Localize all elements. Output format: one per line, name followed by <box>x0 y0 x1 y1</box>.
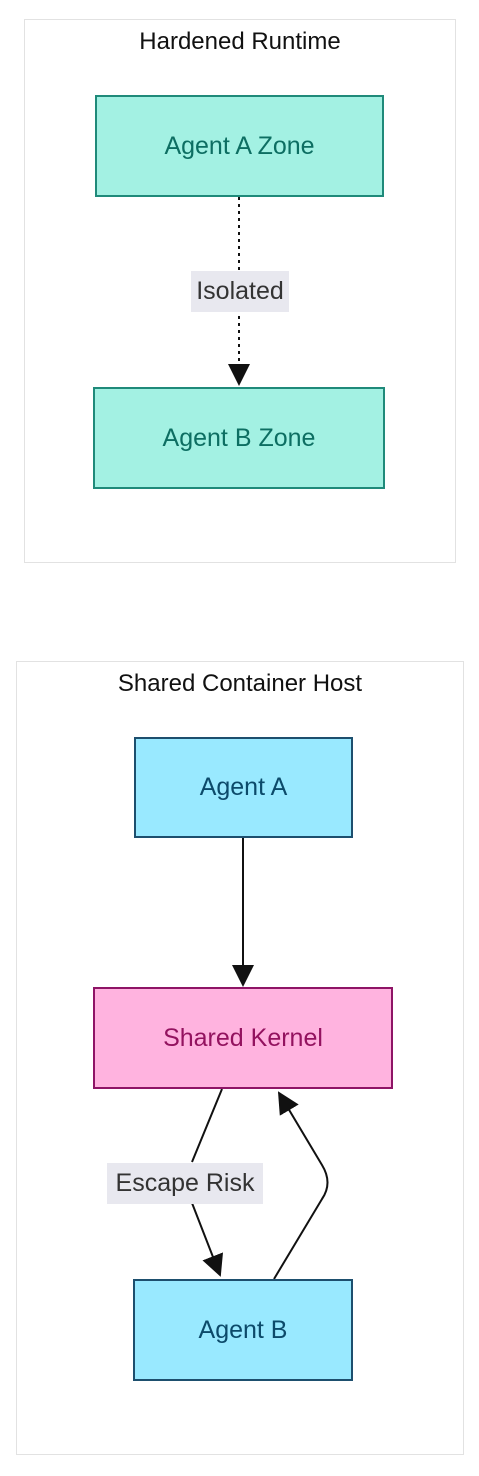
node-agent-a-zone-label: Agent A Zone <box>164 131 315 160</box>
node-agent-b-zone[interactable]: Agent B Zone <box>93 387 385 489</box>
node-agent-b-zone-label: Agent B Zone <box>162 423 316 452</box>
node-agent-a-label: Agent A <box>199 773 288 801</box>
cluster-title-shared-container-host: Shared Container Host <box>117 670 363 697</box>
edge-agent-b-kernel-line <box>273 1091 329 1280</box>
node-agent-b[interactable]: Agent B <box>133 1279 353 1381</box>
cluster-title-hardened-runtime: Hardened Runtime <box>139 28 341 55</box>
edge-label-escape-risk: Escape Risk <box>107 1163 263 1204</box>
node-agent-a-zone[interactable]: Agent A Zone <box>95 95 384 197</box>
node-shared-kernel[interactable]: Shared Kernel <box>93 987 393 1089</box>
node-agent-a[interactable]: Agent A <box>134 737 353 838</box>
edge-label-isolated: Isolated <box>191 271 289 312</box>
node-agent-b-label: Agent B <box>198 1315 288 1344</box>
edge-escape-risk-line <box>191 1088 222 1275</box>
node-shared-kernel-label: Shared Kernel <box>163 1023 323 1052</box>
